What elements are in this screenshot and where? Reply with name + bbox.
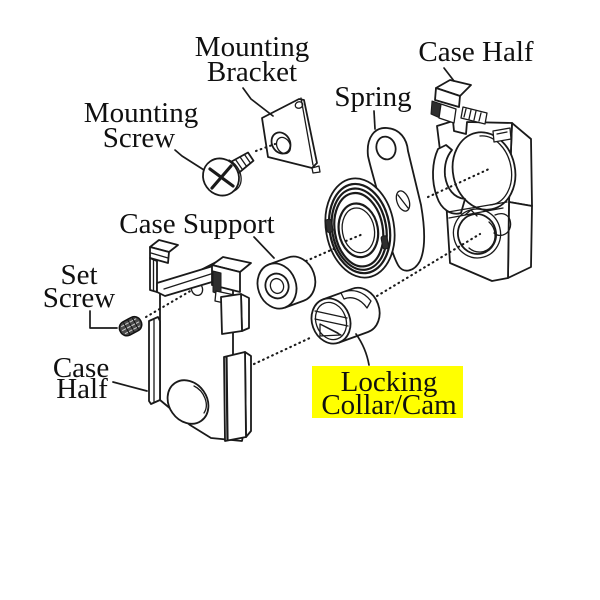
- label-mounting-screw-line1: Mounting: [84, 97, 198, 129]
- leader-lines: [89, 67, 455, 392]
- axis-mounting-screw: [254, 142, 277, 153]
- case-left-top-beam-line: [163, 272, 215, 290]
- label-set-screw-line2: Screw: [43, 282, 116, 314]
- case-right-top-slot-line: [496, 131, 508, 135]
- labels: Mounting Bracket Case Half Spring Mounti…: [43, 31, 534, 421]
- leader-case-half-top: [443, 67, 455, 82]
- leader-set-screw: [89, 310, 118, 329]
- leader-mounting-bracket: [242, 87, 274, 117]
- case-support-face: [256, 262, 298, 310]
- spring-coil-ring-2: [327, 182, 392, 275]
- case-left-big-hole-crescent: [193, 385, 207, 414]
- case-right-hole-notch: [464, 209, 478, 217]
- bracket-plate: [261, 98, 318, 169]
- bracket-hole-depth: [275, 136, 292, 155]
- spring-arm-slot-line: [397, 194, 409, 209]
- case-right-serration-lines: [463, 108, 482, 122]
- case-right-hole-crescent: [468, 221, 496, 253]
- screw-phillips-cross: [208, 164, 235, 190]
- label-mounting-screw-line2: Screw: [103, 122, 176, 154]
- label-locking-collar-line1[interactable]: Locking: [341, 366, 438, 398]
- case-support-part: [256, 255, 317, 310]
- spring-end-tab-right: [380, 235, 390, 250]
- bracket-foot: [311, 165, 321, 174]
- mounting-bracket-part: [261, 97, 321, 174]
- spring-coil-hole-outer: [337, 202, 380, 259]
- case-right-cavity: [451, 131, 517, 211]
- case-left-upper-pillar-front: [220, 293, 243, 335]
- leader-spring: [373, 110, 376, 130]
- case-right-top-tab-front: [434, 87, 461, 108]
- collar-face: [310, 297, 352, 345]
- case-right-ledge-lines: [447, 201, 508, 219]
- spring-coil-hole-inner: [341, 207, 376, 254]
- label-case-half-bottom-line2: Half: [56, 373, 108, 405]
- label-case-half-bottom-line1: Case: [53, 352, 109, 384]
- axis-support-to-spring: [304, 232, 365, 263]
- set-screw-knurl-verticals: [123, 317, 139, 335]
- label-mounting-screw: Mounting Screw: [84, 97, 198, 154]
- spring-coil-ring-4: [333, 191, 385, 268]
- screw-head-rim: [228, 159, 242, 192]
- spring-coil-ring-3: [330, 187, 388, 271]
- spring-part: [324, 127, 426, 279]
- label-mounting-bracket-line2: Bracket: [207, 56, 297, 88]
- axis-collar-to-case: [375, 232, 482, 298]
- label-mounting-bracket-line1: Mounting: [195, 31, 309, 63]
- label-set-screw: Set Screw: [43, 259, 116, 314]
- label-locking-collar-line2[interactable]: Collar/Cam: [321, 389, 457, 421]
- case-right-lower-hole: [457, 213, 497, 255]
- label-case-half-top: Case Half: [418, 36, 533, 68]
- label-spring: Spring: [334, 81, 411, 113]
- spring-coil: [324, 177, 396, 279]
- leader-mounting-screw: [174, 149, 205, 171]
- case-right-serrated-strip: [460, 106, 488, 125]
- axis-case-to-collar: [252, 335, 314, 366]
- case-support-hole-outer: [264, 272, 290, 300]
- collar-face-triangle: [319, 323, 342, 337]
- case-left-big-hole: [166, 379, 210, 425]
- bracket-hole: [270, 131, 292, 155]
- collar-face-rim: [314, 301, 348, 341]
- leader-case-support: [253, 236, 275, 259]
- collar-face-slot: [314, 310, 349, 327]
- case-right-tab-foot: [438, 103, 457, 124]
- label-case-half-bottom: Case Half: [53, 352, 109, 405]
- label-case-support: Case Support: [119, 208, 274, 240]
- axis-spring-to-case: [426, 167, 491, 199]
- mounting-screw-part: [202, 151, 255, 197]
- locking-collar-cam-part: [310, 286, 381, 345]
- spring-end-tab-left: [324, 218, 334, 233]
- leader-case-half-bottom: [112, 381, 148, 392]
- case-left-lower-pillar-darkedge: [225, 355, 229, 442]
- label-set-screw-line1: Set: [60, 259, 97, 291]
- bracket-flange-line: [300, 97, 314, 166]
- locking-collar-highlight[interactable]: [312, 366, 463, 418]
- collar-top-groove: [340, 290, 372, 309]
- spring-arm-hole: [375, 135, 397, 161]
- case-left-lower-pillar-front: [223, 351, 247, 442]
- case-right-top-slot: [492, 127, 512, 143]
- leader-locking-collar: [355, 333, 370, 366]
- case-right-side-face-lower: [507, 201, 533, 279]
- case-left-topclip-line: [150, 252, 169, 259]
- case-right-hook-arm: [432, 144, 466, 215]
- case-half-right-part: [430, 79, 533, 282]
- case-left-rail-lower-line: [150, 319, 161, 405]
- set-screw-part: [118, 315, 143, 337]
- bracket-corner-hole: [294, 101, 304, 109]
- label-mounting-bracket: Mounting Bracket: [195, 31, 309, 88]
- label-locking-collar-cam[interactable]: Locking Collar/Cam: [312, 366, 463, 421]
- spring-arm-slot: [395, 190, 411, 212]
- case-support-hole-inner: [269, 277, 285, 295]
- assembly-axis-dotted-lines: [144, 142, 491, 366]
- axis-set-screw: [144, 288, 194, 319]
- case-half-left-part: [148, 239, 252, 442]
- case-right-cam-hook: [493, 213, 512, 237]
- case-right-cavity-inner-arc: [479, 135, 513, 206]
